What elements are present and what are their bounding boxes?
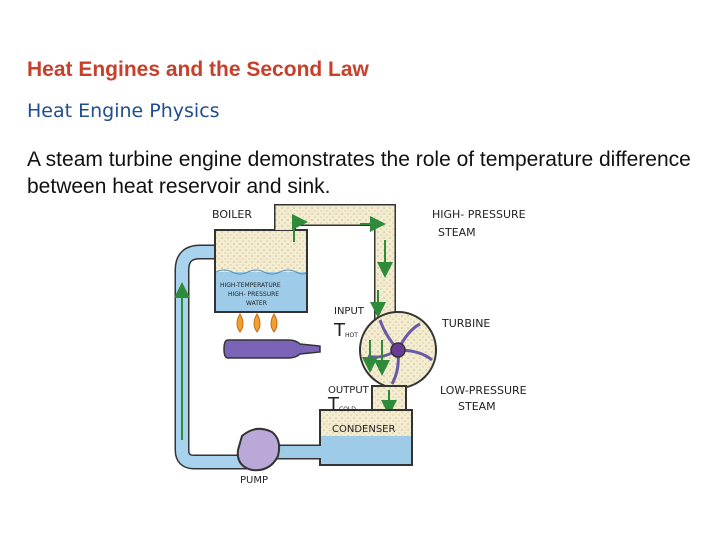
label-low-pressure-2: STEAM <box>458 400 496 413</box>
label-high-pressure-1: HIGH- PRESSURE <box>432 208 526 221</box>
label-t-hot: T <box>333 320 346 341</box>
steam-engine-diagram: BOILER HIGH- PRESSURE STEAM HIGH-TEMPERA… <box>174 204 527 486</box>
label-t-cold-sub: COLD <box>339 406 356 413</box>
label-input: INPUT <box>334 306 365 317</box>
label-water-3: WATER <box>246 300 267 307</box>
burner <box>223 339 321 359</box>
label-output: OUTPUT <box>328 385 370 396</box>
slide-subtitle: Heat Engine Physics <box>27 100 220 122</box>
label-condenser: CONDENSER <box>332 424 395 435</box>
flames <box>236 313 278 333</box>
turbine-hub <box>390 342 406 358</box>
label-t-hot-sub: HOT <box>345 332 358 339</box>
slide-body-text: A steam turbine engine demonstrates the … <box>27 148 691 198</box>
label-high-pressure-2: STEAM <box>438 226 476 239</box>
label-low-pressure-1: LOW-PRESSURE <box>440 384 527 397</box>
label-pump: PUMP <box>240 475 268 486</box>
slide-title: Heat Engines and the Second Law <box>27 58 369 81</box>
label-water-2: HIGH- PRESSURE <box>228 291 279 298</box>
label-t-cold: T <box>327 394 340 415</box>
label-water-1: HIGH-TEMPERATURE <box>220 282 281 289</box>
label-turbine: TURBINE <box>441 317 490 330</box>
pump <box>236 427 281 472</box>
label-boiler: BOILER <box>212 208 252 221</box>
